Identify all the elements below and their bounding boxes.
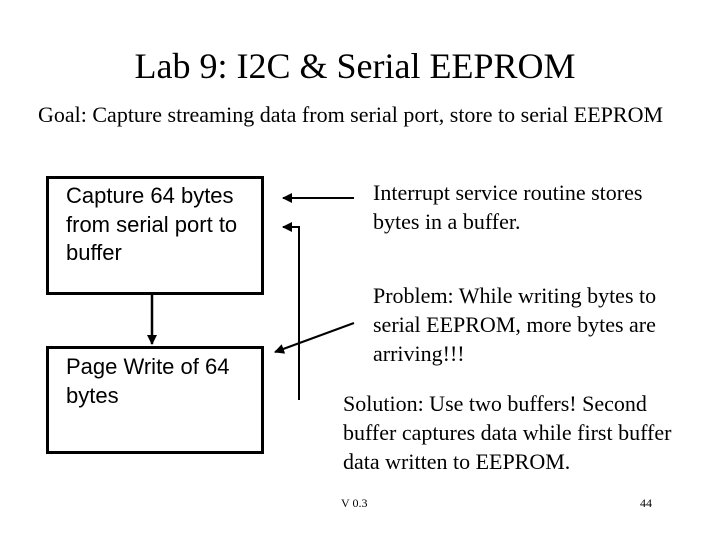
goal-text: Goal: Capture streaming data from serial… xyxy=(38,102,664,127)
problem-note: Problem: While writing bytes to serial E… xyxy=(373,283,657,366)
capture-box-label: Capture 64 bytes from serial port to buf… xyxy=(66,183,238,265)
page-write-box: Page Write of 64 bytes xyxy=(46,346,264,454)
version-label: V 0.3 xyxy=(341,496,368,510)
problem-arrow xyxy=(274,322,355,354)
isr-note: Interrupt service routine stores bytes i… xyxy=(373,180,643,234)
solution-note: Solution: Use two buffers! Second buffer… xyxy=(343,391,672,474)
slide-title: Lab 9: I2C & Serial EEPROM xyxy=(134,46,576,86)
page-write-box-label: Page Write of 64 bytes xyxy=(66,354,230,408)
loop-connector xyxy=(282,222,300,400)
page-number: 44 xyxy=(640,496,652,510)
capture-box: Capture 64 bytes from serial port to buf… xyxy=(46,176,264,295)
